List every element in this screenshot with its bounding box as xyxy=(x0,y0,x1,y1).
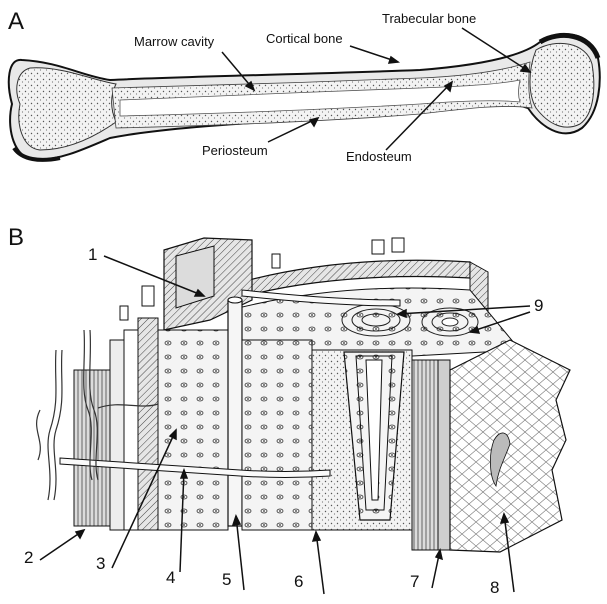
periosteum-strip xyxy=(74,370,110,526)
label-6: 6 xyxy=(294,572,303,592)
label-7: 7 xyxy=(410,572,419,592)
label-endosteum: Endosteum xyxy=(346,149,412,164)
cortical-bone-block xyxy=(37,238,570,552)
label-5: 5 xyxy=(222,570,231,590)
label-1: 1 xyxy=(88,245,97,265)
label-4: 4 xyxy=(166,568,175,588)
label-9: 9 xyxy=(534,296,543,316)
long-bone-drawing xyxy=(9,34,600,160)
concentric-lamellae xyxy=(242,340,312,530)
endosteum-strip xyxy=(412,360,438,550)
label-cortical-bone: Cortical bone xyxy=(266,31,343,46)
trabecular-mesh xyxy=(450,340,570,552)
label-periosteum: Periosteum xyxy=(202,143,268,158)
interstitial-lamellae xyxy=(158,330,228,530)
label-8: 8 xyxy=(490,578,499,598)
label-3: 3 xyxy=(96,554,105,574)
label-2: 2 xyxy=(24,548,33,568)
label-trabecular-bone: Trabecular bone xyxy=(382,11,476,26)
haversian-canal xyxy=(228,300,242,526)
panel-b-letter: B xyxy=(8,224,24,252)
panel-a-letter: A xyxy=(8,8,24,36)
label-marrow-cavity: Marrow cavity xyxy=(134,34,214,49)
